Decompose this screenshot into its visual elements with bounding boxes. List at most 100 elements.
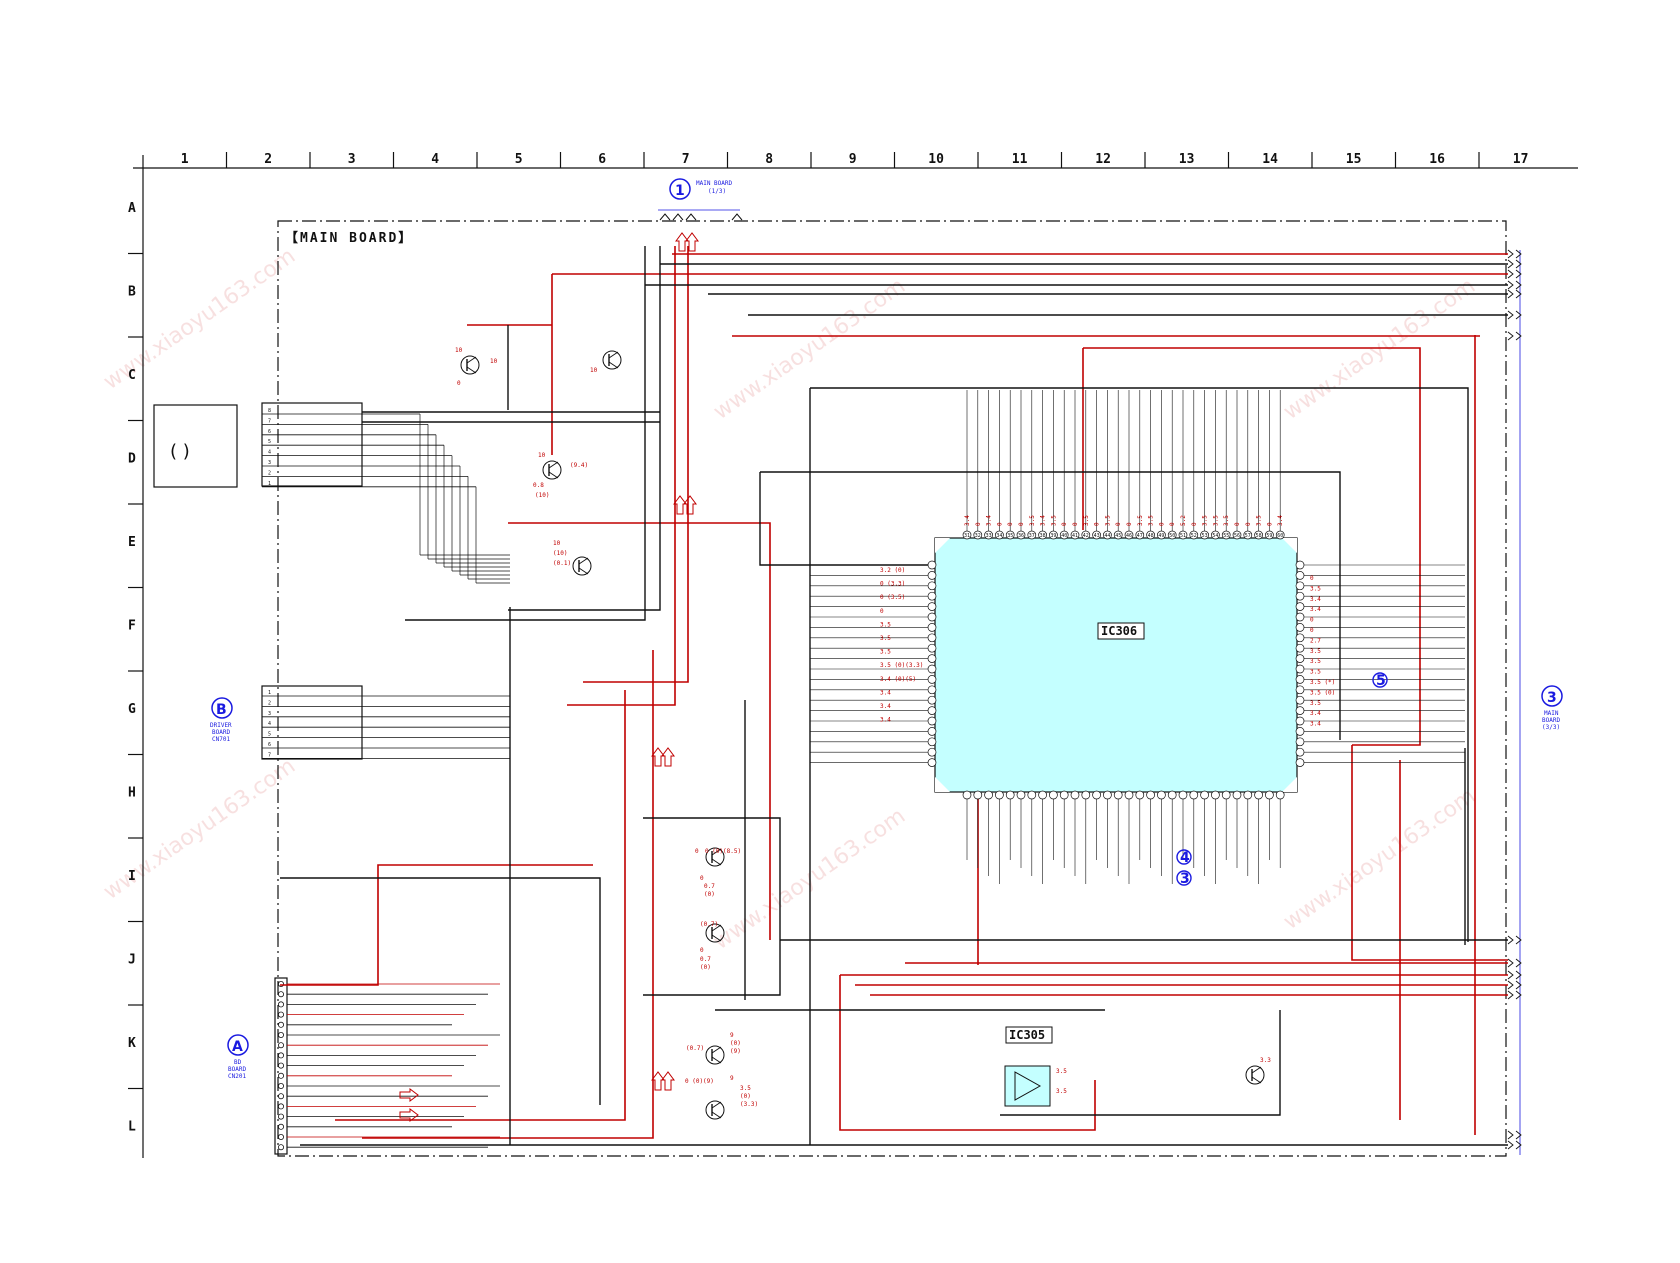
- ic306-pin-37: 37: [1029, 533, 1035, 539]
- column-label-15: 15: [1346, 152, 1362, 167]
- connector-line2: (1/3): [708, 188, 726, 195]
- ic306-pin-60: 60: [1277, 533, 1283, 539]
- callout-5: 5: [1376, 673, 1386, 689]
- ic306-right-volt-7: 3.5: [1310, 648, 1321, 655]
- ic306-pin-40: 40: [1061, 533, 1067, 539]
- connector-b-letter: B: [216, 702, 227, 718]
- conn8-pin-7: 7: [268, 418, 271, 424]
- ic306-pin-33: 33: [986, 533, 992, 539]
- connector-3-line3: (3/3): [1542, 724, 1560, 731]
- transistor-volt-28: (3.3): [740, 1101, 758, 1108]
- board-boundary: [277, 220, 1507, 1157]
- ic305-label: IC305: [1009, 1028, 1045, 1042]
- harness-lines: [419, 414, 510, 584]
- row-label-J: J: [128, 952, 136, 967]
- ic306-pin-48: 48: [1148, 533, 1154, 539]
- ic306-right-volt-6: 2.7: [1310, 637, 1321, 644]
- ic306-top-volt-14: 0: [1115, 522, 1122, 526]
- ic306-top-volt-1: 0: [975, 522, 982, 526]
- ic306-left-volt-2: 0 (3.5): [880, 594, 905, 601]
- ic306-top-volt-9: 0: [1061, 522, 1068, 526]
- connector-main-board-1-3: 1 MAIN BOARD (1/3): [658, 178, 743, 221]
- ic306-top-volt-7: 3.4: [1040, 515, 1047, 526]
- column-label-8: 8: [765, 152, 773, 167]
- grid-frame: [128, 152, 1578, 1158]
- transistor-volt-16: (0.7): [700, 921, 718, 928]
- transistor-volt-8: 10: [553, 540, 561, 547]
- row-label-E: E: [128, 535, 136, 550]
- connector-num: 1: [675, 183, 685, 199]
- ic306-top-volt-13: 3.5: [1104, 515, 1111, 526]
- ic306-left-volt-10: 3.4: [880, 703, 891, 710]
- ic305-volt-2: 3.3: [1260, 1057, 1271, 1064]
- column-label-4: 4: [431, 152, 439, 167]
- ic305-volt-0: 3.5: [1056, 1068, 1067, 1075]
- conn8-pin-8: 8: [268, 408, 271, 414]
- ic306-top-volt-19: 0: [1169, 522, 1176, 526]
- column-label-16: 16: [1429, 152, 1445, 167]
- transistor-volt-21: 9: [730, 1032, 734, 1039]
- ic306-right-volt-0: 0: [1310, 575, 1314, 582]
- column-label-11: 11: [1012, 152, 1028, 167]
- ic306-right-volt-1: 3.5: [1310, 585, 1321, 592]
- column-label-9: 9: [849, 152, 857, 167]
- ic306-pin-56: 56: [1234, 533, 1240, 539]
- ic306-top-volt-4: 0: [1007, 522, 1014, 526]
- connector-a-line2: BOARD: [228, 1066, 246, 1073]
- right-arrow-9: [1507, 970, 1522, 980]
- transistor-volt-22: (0): [730, 1040, 741, 1047]
- callout-3: 3: [1180, 871, 1190, 887]
- ic305-volt-1: 3.5: [1056, 1088, 1067, 1095]
- connector-a-letter: A: [232, 1039, 243, 1055]
- ic306-right-volt-14: 3.4: [1310, 721, 1321, 728]
- ic306-pin-52: 52: [1191, 533, 1197, 539]
- row-label-A: A: [128, 201, 136, 216]
- transistor-volt-1: 10: [490, 358, 498, 365]
- ic306-right-volt-4: 0: [1310, 617, 1314, 624]
- ic306-right-volt-3: 3.4: [1310, 606, 1321, 613]
- ic306-top-volt-27: 3.5: [1256, 515, 1263, 526]
- column-label-10: 10: [928, 152, 944, 167]
- transistor-volt-11: 0: [695, 848, 699, 855]
- module-label: ( ): [170, 441, 190, 462]
- transistor-volt-14: 0.7: [704, 883, 715, 890]
- conn7-pin-2: 2: [268, 700, 271, 706]
- connector-b-line2: BOARD: [212, 729, 230, 736]
- transistor-5: [705, 923, 725, 943]
- ic306-left-volt-7: 3.5 (0)(3.3): [880, 662, 923, 669]
- row-label-F: F: [128, 618, 136, 633]
- connector-bd-board: A BD BOARD CN201: [227, 977, 500, 1155]
- ic306-top-volt-26: 0: [1245, 522, 1252, 526]
- ic306-pin-59: 59: [1266, 533, 1272, 539]
- column-label-3: 3: [348, 152, 356, 167]
- transistor-volt-15: (0): [704, 891, 715, 898]
- transistor-7: [705, 1100, 725, 1120]
- connector-a-line1: BD: [234, 1059, 242, 1066]
- ic306-top-volt-17: 3.5: [1148, 515, 1155, 526]
- right-arrows: [1507, 249, 1522, 1150]
- ic306-top-volt-24: 3.5: [1223, 515, 1230, 526]
- ic306-top-volt-23: 3.5: [1212, 515, 1219, 526]
- row-label-K: K: [128, 1036, 136, 1051]
- ic306-pin-49: 49: [1158, 533, 1164, 539]
- column-label-14: 14: [1262, 152, 1278, 167]
- right-arrow-12: [1507, 1130, 1522, 1140]
- display-module: ( ): [153, 404, 238, 488]
- transistor-volt-2: 10: [590, 367, 598, 374]
- ic306-top-volt-5: 0: [1018, 522, 1025, 526]
- row-label-C: C: [128, 368, 136, 383]
- ic306-top-volt-6: 3.5: [1029, 515, 1036, 526]
- connector-3-num: 3: [1547, 690, 1557, 706]
- ic306-top-volt-11: 3.5: [1083, 515, 1090, 526]
- ic306-right-volt-5: 0: [1310, 627, 1314, 634]
- transistor-volt-17: 0: [700, 947, 704, 954]
- conn8-pin-4: 4: [268, 450, 271, 456]
- conn8-pin-3: 3: [268, 460, 271, 466]
- transistor-3: [572, 556, 592, 576]
- ic306-right-volt-8: 3.5: [1310, 658, 1321, 665]
- ic306-top-volt-29: 3.4: [1277, 515, 1284, 526]
- transistor-volt-12: 0 (0)(8.5): [705, 848, 741, 855]
